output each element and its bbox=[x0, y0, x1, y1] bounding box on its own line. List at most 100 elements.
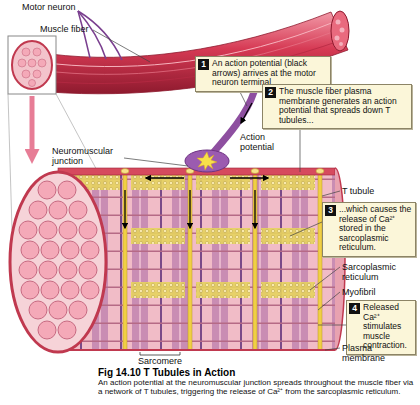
fiber-cross-section bbox=[21, 241, 39, 259]
fiber-cross-section bbox=[38, 321, 56, 339]
motor-neuron-terminal bbox=[197, 152, 217, 170]
magnified-fiber bbox=[196, 174, 250, 190]
fiber-cross-section bbox=[61, 281, 79, 299]
action-potential-arrows bbox=[230, 177, 268, 178]
part-label: Motor neuron bbox=[22, 2, 102, 12]
magnified-fiber bbox=[188, 170, 192, 350]
fiber-cross-section bbox=[19, 261, 37, 279]
fiber-cross-section bbox=[79, 261, 97, 279]
part-label: Muscle fiber bbox=[40, 24, 100, 34]
zoom-indicator bbox=[30, 96, 35, 158]
fiber-cross-section bbox=[39, 221, 57, 239]
magnified-fiber bbox=[131, 282, 185, 298]
inset-box bbox=[29, 80, 36, 87]
magnified-fiber bbox=[196, 282, 250, 298]
fiber-cross-section bbox=[69, 301, 87, 319]
leader-lines bbox=[322, 191, 340, 196]
leader-lines bbox=[124, 158, 188, 166]
sarcomere-bracket bbox=[140, 352, 180, 355]
magnified-fiber bbox=[318, 170, 322, 350]
fiber-cross-section bbox=[10, 172, 106, 352]
inset-box bbox=[18, 59, 26, 67]
inset-box bbox=[22, 70, 30, 78]
leader-lines bbox=[325, 348, 340, 350]
zoom-indicator bbox=[8, 94, 12, 230]
inset-box bbox=[38, 59, 46, 67]
fiber-cross-section bbox=[41, 241, 59, 259]
muscle-fiber bbox=[331, 11, 349, 51]
fiber-cross-section bbox=[59, 221, 77, 239]
muscle-fiber bbox=[50, 11, 349, 94]
fiber-cross-section bbox=[29, 201, 47, 219]
muscle-fiber bbox=[336, 20, 341, 25]
leader-lines bbox=[318, 292, 340, 310]
fiber-cross-section bbox=[81, 281, 99, 299]
fiber-cross-section bbox=[58, 321, 76, 339]
magnified-fiber bbox=[253, 170, 257, 350]
sarcomere-bracket bbox=[140, 352, 180, 355]
magnified-fiber bbox=[58, 349, 335, 351]
magnified-fiber bbox=[316, 169, 324, 174]
leader-lines bbox=[300, 128, 301, 172]
leader-lines bbox=[310, 267, 340, 290]
action-potential-arrows bbox=[146, 177, 184, 178]
leader-lines bbox=[93, 30, 346, 350]
magnified-fiber bbox=[251, 169, 259, 174]
magnified-fiber bbox=[131, 174, 185, 190]
inset-box bbox=[22, 48, 30, 56]
fiber-cross-section bbox=[61, 241, 79, 259]
fiber-cross-section bbox=[19, 221, 37, 239]
inset-box bbox=[28, 59, 36, 67]
callout-number: 1 bbox=[198, 59, 209, 70]
callout-text: The muscle fiber plasma membrane generat… bbox=[279, 87, 408, 125]
action-potential-arrows bbox=[254, 190, 255, 228]
callout-text: ...which causes the release of Ca²⁺ stor… bbox=[339, 205, 412, 253]
callout-box: 2The muscle fiber plasma membrane genera… bbox=[262, 84, 412, 129]
action-potential-arrows bbox=[124, 190, 125, 228]
part-label: Myofibril bbox=[342, 287, 412, 297]
fiber-cross-section bbox=[49, 201, 67, 219]
fiber-cross-section bbox=[29, 301, 47, 319]
muscle-fiber bbox=[50, 12, 348, 94]
magnified-fiber bbox=[123, 170, 127, 350]
magnified-fiber bbox=[131, 228, 185, 244]
part-label: T tubule bbox=[342, 186, 412, 196]
fiber-cross-section bbox=[39, 261, 57, 279]
callout-number: 2 bbox=[265, 87, 276, 98]
leader-lines bbox=[318, 325, 346, 326]
inset-box bbox=[8, 36, 56, 94]
magnified-fiber bbox=[261, 228, 315, 244]
fiber-cross-section bbox=[58, 181, 76, 199]
magnified-fiber bbox=[261, 282, 315, 298]
motor-neuron-branches bbox=[78, 11, 122, 60]
part-label: Plasma membrane bbox=[342, 343, 402, 363]
inset-box bbox=[33, 70, 41, 78]
fiber-cross-section bbox=[79, 221, 97, 239]
part-label: Sarcoplasmic reticulum bbox=[342, 262, 416, 282]
callout-number: 4 bbox=[349, 303, 360, 314]
inset-box bbox=[12, 41, 52, 89]
fiber-cross-section bbox=[21, 281, 39, 299]
part-label: Action potential bbox=[240, 132, 288, 152]
fiber-cross-section bbox=[81, 241, 99, 259]
fiber-cross-section bbox=[10, 172, 106, 352]
part-label: Sarcomere bbox=[130, 356, 190, 366]
fiber-cross-section bbox=[49, 301, 67, 319]
magnified-fiber bbox=[261, 174, 315, 190]
fiber-cross-section bbox=[38, 181, 56, 199]
muscle-fiber bbox=[335, 36, 340, 41]
callout-number: 3 bbox=[325, 205, 336, 216]
fiber-cross-section bbox=[69, 201, 87, 219]
leader-lines bbox=[290, 222, 322, 236]
figure-title: Fig 14.10 T Tubules in Action bbox=[98, 367, 416, 378]
motor-neuron-branches bbox=[78, 11, 122, 60]
action-potential-arrows bbox=[125, 103, 268, 228]
fiber-cross-section bbox=[59, 261, 77, 279]
part-label: Neuromuscular junction bbox=[52, 146, 124, 166]
action-potential-arrows bbox=[241, 103, 252, 123]
figure-caption: An action potential at the neuromuscular… bbox=[98, 379, 416, 396]
muscle-fiber bbox=[340, 28, 345, 33]
magnified-fiber bbox=[196, 228, 250, 244]
